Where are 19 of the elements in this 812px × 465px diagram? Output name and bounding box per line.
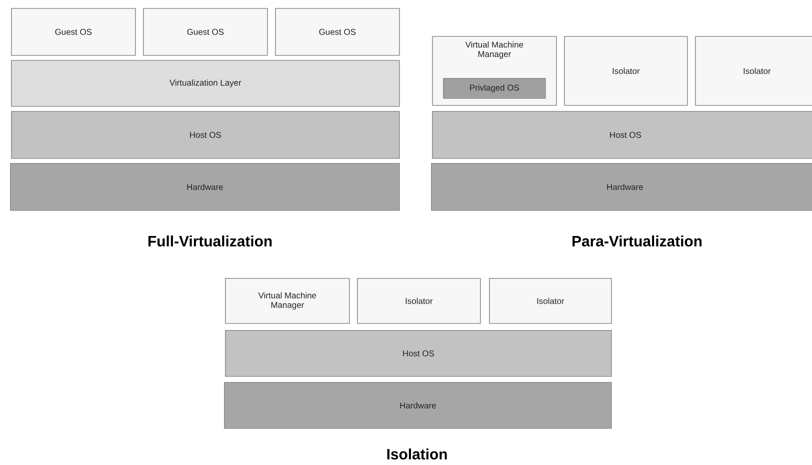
layer-box: Host OS (11, 111, 400, 159)
layer-box: Virtualization Layer (11, 60, 400, 107)
layer-box: Guest OS (275, 8, 400, 56)
layer-box: Hardware (431, 163, 812, 211)
panel-label: Full-Virtualization (148, 236, 272, 246)
layer-box: Hardware (10, 163, 400, 211)
layer-box: Guest OS (143, 8, 268, 56)
layer-box: Host OS (225, 330, 612, 377)
layer-box: Isolator (695, 36, 812, 106)
panel-label: Isolation (387, 448, 447, 460)
layer-box: Isolator (564, 36, 688, 106)
layer-box: Host OS (432, 111, 812, 159)
layer-box: Privlaged OS (443, 78, 546, 99)
panel-label: Para-Virtualization (572, 236, 702, 246)
layer-box: Guest OS (11, 8, 136, 56)
layer-box: Virtual Machine Manager (225, 278, 350, 324)
layer-box: Isolator (357, 278, 481, 324)
layer-box: Hardware (224, 382, 612, 429)
layer-box: Isolator (489, 278, 612, 324)
